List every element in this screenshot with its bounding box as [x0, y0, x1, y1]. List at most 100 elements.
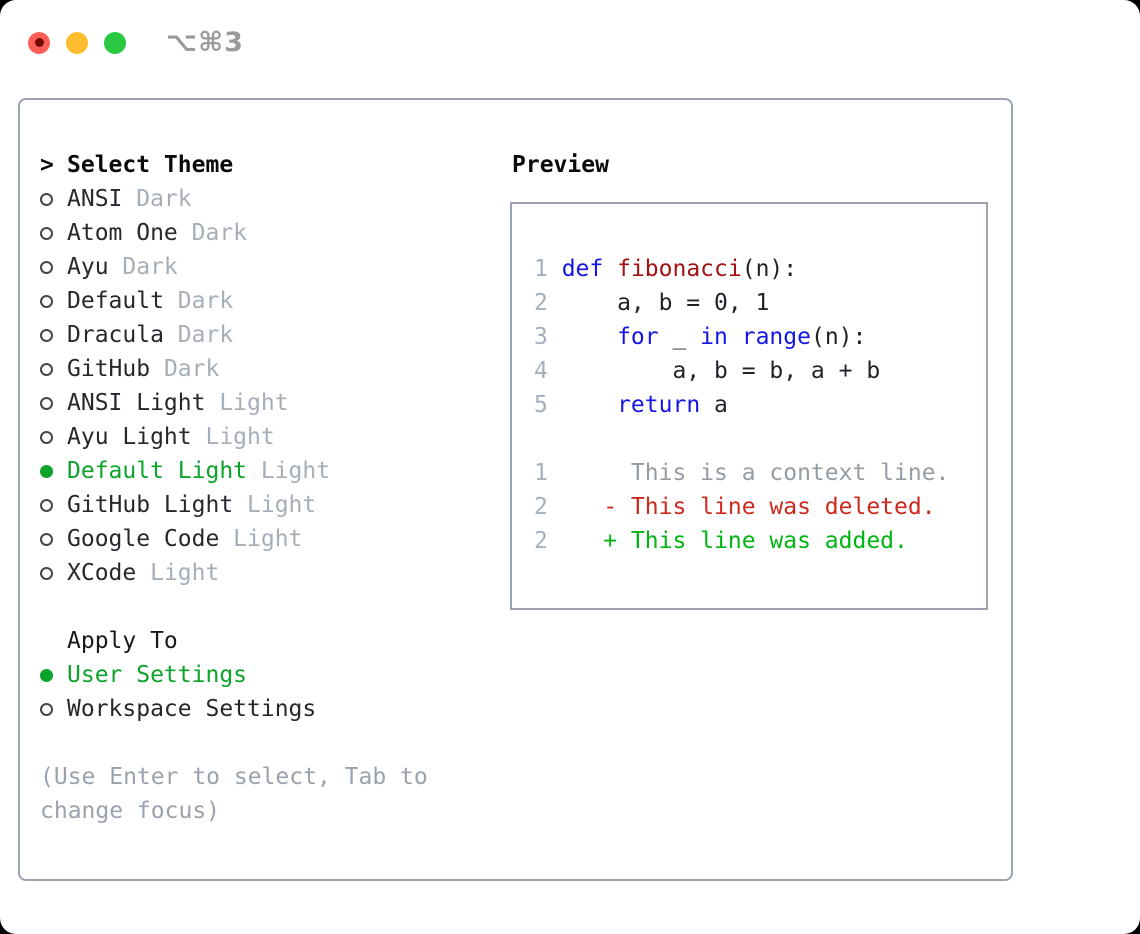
code-segment: _ [658, 324, 701, 350]
theme-variant-tag: Dark [136, 186, 192, 212]
apply-option-workspace-settings[interactable]: Workspace Settings [40, 692, 460, 726]
theme-name: GitHub [67, 356, 151, 382]
spacer [40, 726, 460, 760]
theme-name: Ayu Light [67, 424, 192, 450]
theme-name: Ayu [67, 254, 109, 280]
code-text: def fibonacci(n): [562, 256, 797, 282]
radio-icon [40, 328, 53, 342]
close-button[interactable] [28, 31, 50, 54]
radio-icon [40, 498, 53, 512]
theme-variant-tag: Dark [177, 322, 234, 348]
code-segment: return [617, 392, 701, 418]
radio-icon [40, 702, 53, 716]
theme-variant-tag: Light [219, 390, 289, 416]
theme-option-github[interactable]: GitHub Dark [40, 352, 460, 386]
code-segment: (n): [810, 324, 867, 350]
line-number: 1 [534, 460, 548, 486]
code-line: 3 for _ in range(n): [534, 320, 986, 354]
line-number: 3 [534, 324, 548, 350]
radio-selected-icon [40, 464, 53, 478]
line-number: 2 [534, 290, 548, 316]
diff-text: This is a context line. [561, 460, 950, 486]
radio-gutter [40, 396, 67, 410]
code-text: return a [562, 392, 728, 418]
radio-gutter [40, 192, 67, 206]
radio-gutter [40, 294, 67, 308]
radio-icon [40, 294, 53, 308]
theme-option-ansi-light[interactable]: ANSI Light Light [40, 386, 460, 420]
apply-option-user-settings[interactable]: User Settings [40, 658, 460, 692]
apply-target-name: Workspace Settings [67, 696, 317, 722]
title-bar: ⌥⌘3 [28, 27, 244, 58]
code-segment: fibonacci [617, 256, 742, 282]
code-segment [562, 324, 617, 350]
theme-option-ayu[interactable]: Ayu Dark [40, 250, 460, 284]
code-text: a, b = 0, 1 [561, 290, 770, 316]
code-segment: in [700, 324, 728, 350]
zoom-button[interactable] [104, 31, 126, 54]
theme-variant-tag: Dark [163, 356, 220, 382]
theme-option-ayu-light[interactable]: Ayu Light Light [40, 420, 460, 454]
theme-variant-tag: Light [205, 424, 275, 450]
line-number: 2 [534, 494, 548, 520]
theme-variant-tag: Light [150, 560, 220, 586]
radio-icon [40, 430, 53, 444]
prompt-caret-icon: > [40, 152, 54, 178]
radio-icon [40, 532, 53, 546]
radio-gutter [40, 668, 67, 682]
radio-gutter [40, 464, 67, 478]
code-segment: (n): [741, 256, 798, 282]
code-segment: a, b = 0, 1 [561, 290, 770, 316]
radio-icon [40, 566, 53, 580]
radio-gutter [40, 226, 67, 240]
radio-icon [40, 362, 53, 376]
spacer [40, 590, 460, 624]
minimize-button[interactable] [66, 31, 88, 54]
theme-option-dracula[interactable]: Dracula Dark [40, 318, 460, 352]
code-line: 4 a, b = b, a + b [534, 354, 986, 388]
line-number: 2 [534, 528, 548, 554]
select-theme-header: Select Theme [67, 152, 234, 178]
theme-variant-tag: Dark [191, 220, 248, 246]
theme-name: Dracula [67, 322, 164, 348]
line-number: 1 [534, 256, 548, 282]
theme-variant-tag: Dark [177, 288, 234, 314]
code-segment: a, b = b, a + b [561, 358, 881, 384]
select-theme-header-row: > Select Theme [40, 148, 460, 182]
diff-line-added: 2 + This line was added. [534, 524, 986, 558]
theme-name: Default Light [67, 458, 248, 484]
code-text: a, b = b, a + b [561, 358, 881, 384]
code-line: 2 a, b = 0, 1 [534, 286, 986, 320]
theme-name: GitHub Light [67, 492, 234, 518]
radio-icon [40, 260, 53, 274]
theme-name: Google Code [67, 526, 220, 552]
theme-variant-tag: Dark [122, 254, 178, 280]
radio-gutter [40, 532, 67, 546]
code-segment [603, 256, 617, 282]
apply-target-name: User Settings [67, 662, 248, 688]
line-number: 4 [534, 358, 548, 384]
code-line: 1 def fibonacci(n): [534, 252, 986, 286]
radio-gutter [40, 260, 67, 274]
code-segment: def [561, 256, 604, 282]
preview-header: Preview [512, 152, 609, 178]
theme-name: ANSI Light [67, 390, 206, 416]
radio-gutter [40, 328, 67, 342]
apply-to-header: Apply To [67, 628, 178, 654]
diff-text: - This line was deleted. [561, 494, 936, 520]
spacer [534, 422, 986, 456]
